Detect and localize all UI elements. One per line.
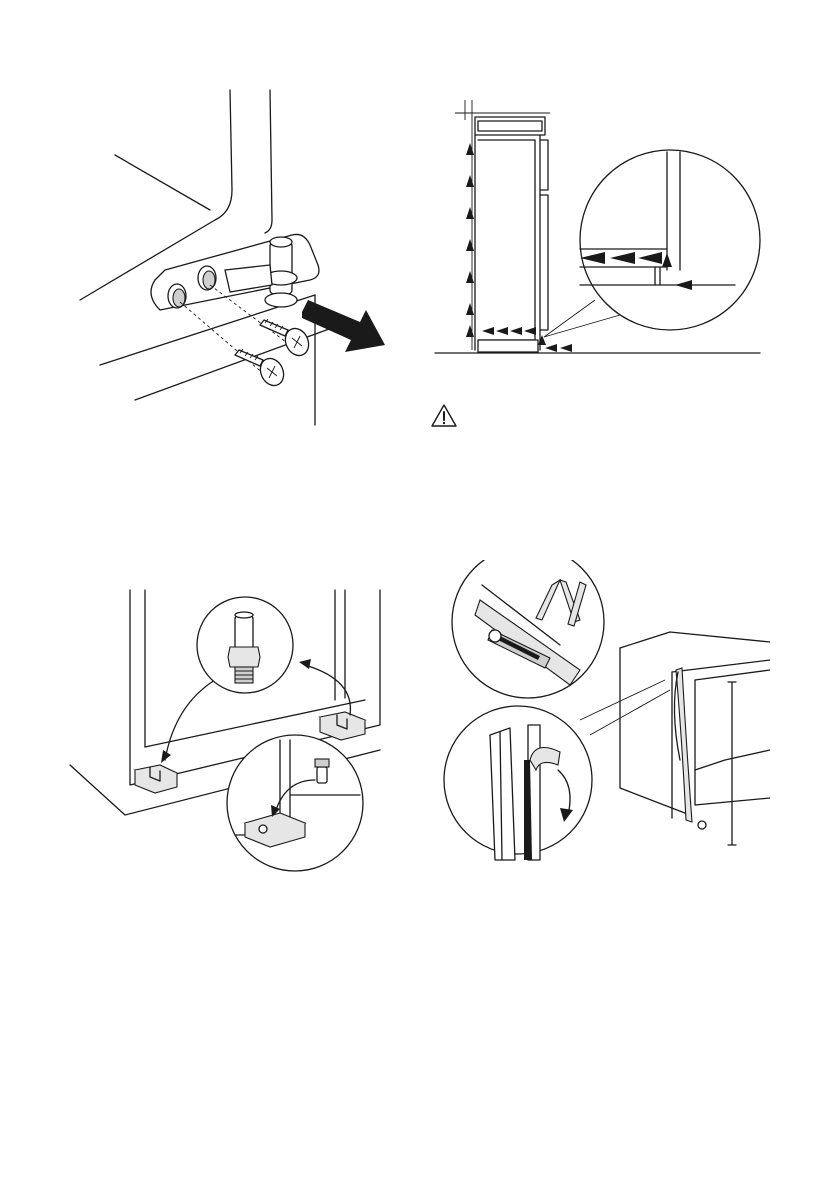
hinge-pin bbox=[270, 242, 292, 294]
screw-icon bbox=[260, 319, 313, 359]
seal-strip bbox=[676, 668, 692, 822]
figure-hinge-screws bbox=[60, 80, 400, 440]
airflow-arrow-icon bbox=[466, 143, 474, 337]
detail-zoom-circle bbox=[452, 560, 604, 698]
warning-icon bbox=[430, 403, 458, 429]
figure-ventilation-airflow bbox=[430, 95, 770, 365]
detail-zoom-circle bbox=[444, 706, 592, 854]
rotate-arrow-icon bbox=[299, 659, 311, 669]
screw-icon bbox=[235, 349, 288, 389]
detail-zoom-circle bbox=[580, 150, 760, 330]
bracket-icon bbox=[320, 712, 365, 740]
bracket-icon bbox=[135, 765, 177, 793]
rotate-arrow-icon bbox=[161, 750, 171, 763]
cabinet-plinth bbox=[478, 340, 538, 352]
figure-door-stop-brackets bbox=[65, 585, 405, 875]
detail-zoom-circle bbox=[227, 735, 363, 871]
figure-seal-strip-trim bbox=[440, 560, 770, 870]
